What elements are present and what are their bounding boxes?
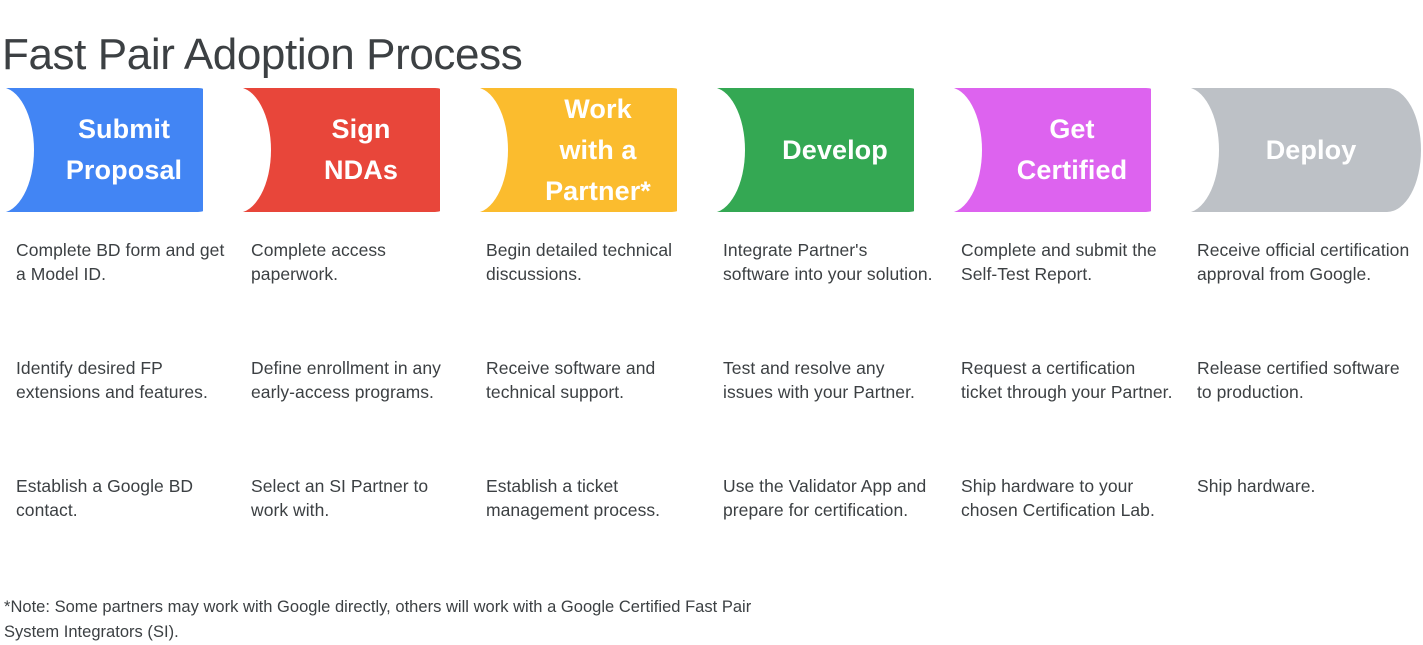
detail-item-deploy-3: Ship hardware. bbox=[1197, 476, 1316, 496]
page-title: Fast Pair Adoption Process bbox=[2, 30, 523, 80]
detail-item-get-certified-2: Request a certification ticket through y… bbox=[961, 358, 1173, 402]
detail-item-sign-ndas-1: Complete access paperwork. bbox=[251, 240, 386, 284]
chevron-notch bbox=[677, 87, 745, 213]
stage-label-deploy: Deploy bbox=[1265, 134, 1357, 165]
stage-label-work-with-a-partner: Work with a Partner* bbox=[545, 93, 651, 206]
detail-item-submit-proposal-2: Identify desired FP extensions and featu… bbox=[16, 358, 208, 402]
stage-label-submit-proposal: Submit Proposal bbox=[65, 114, 183, 185]
stage-chevron-get-certified[interactable]: Get Certified bbox=[914, 87, 1180, 213]
chevron-shape-deploy bbox=[1151, 87, 1421, 213]
footnote-note: *Note: Some partners may work with Googl… bbox=[4, 597, 752, 641]
detail-item-get-certified-1: Complete and submit the Self-Test Report… bbox=[961, 240, 1157, 284]
detail-item-work-with-a-partner-3: Establish a ticket management process. bbox=[486, 476, 661, 520]
detail-item-sign-ndas-3: Select an SI Partner to work with. bbox=[251, 476, 429, 520]
stage-chevron-work-with-a-partner[interactable]: Work with a Partner* bbox=[440, 87, 706, 213]
detail-item-work-with-a-partner-2: Receive software and technical support. bbox=[486, 358, 656, 402]
detail-item-deploy-1: Receive official certification approval … bbox=[1197, 240, 1410, 284]
detail-item-submit-proposal-1: Complete BD form and get a Model ID. bbox=[16, 240, 225, 284]
chevron-notch bbox=[203, 87, 271, 213]
detail-item-submit-proposal-3: Establish a Google BD contact. bbox=[16, 476, 194, 520]
stage-chevron-submit-proposal[interactable]: Submit Proposal bbox=[0, 87, 232, 213]
detail-item-develop-2: Test and resolve any issues with your Pa… bbox=[723, 358, 915, 402]
detail-item-sign-ndas-2: Define enrollment in any early-access pr… bbox=[251, 358, 441, 402]
detail-row: Establish a Google BD contact. Select an … bbox=[0, 474, 1423, 592]
process-stage-band: Submit Proposal Sign NDAs Work with a Part… bbox=[0, 87, 1423, 213]
detail-item-work-with-a-partner-1: Begin detailed technical discussions. bbox=[486, 240, 673, 284]
detail-item-deploy-2: Release certified software to production… bbox=[1197, 358, 1400, 402]
stage-details-grid: Complete BD form and get a Model ID. Comp… bbox=[0, 238, 1423, 592]
detail-item-develop-1: Integrate Partner's software into your s… bbox=[723, 240, 933, 284]
detail-row: Identify desired FP extensions and featu… bbox=[0, 356, 1423, 474]
detail-row: Complete BD form and get a Model ID. Comp… bbox=[0, 238, 1423, 356]
stage-label-develop: Develop bbox=[782, 134, 888, 165]
chevron-nose-arrow-icon bbox=[1353, 88, 1421, 212]
chevron-notch bbox=[440, 87, 508, 213]
detail-item-get-certified-3: Ship hardware to your chosen Certificati… bbox=[961, 476, 1155, 520]
stage-chevron-deploy[interactable]: Deploy bbox=[1151, 87, 1421, 213]
chevron-notch bbox=[914, 87, 982, 213]
stage-chevron-develop[interactable]: Develop bbox=[677, 87, 943, 213]
chevron-notch bbox=[1151, 87, 1219, 213]
detail-item-develop-3: Use the Validator App and prepare for ce… bbox=[723, 476, 927, 520]
stage-label-sign-ndas: Sign NDAs bbox=[324, 114, 398, 185]
stage-chevron-sign-ndas[interactable]: Sign NDAs bbox=[203, 87, 469, 213]
chevron-shape-sign-ndas bbox=[203, 87, 469, 213]
stage-label-get-certified: Get Certified bbox=[1016, 114, 1128, 185]
